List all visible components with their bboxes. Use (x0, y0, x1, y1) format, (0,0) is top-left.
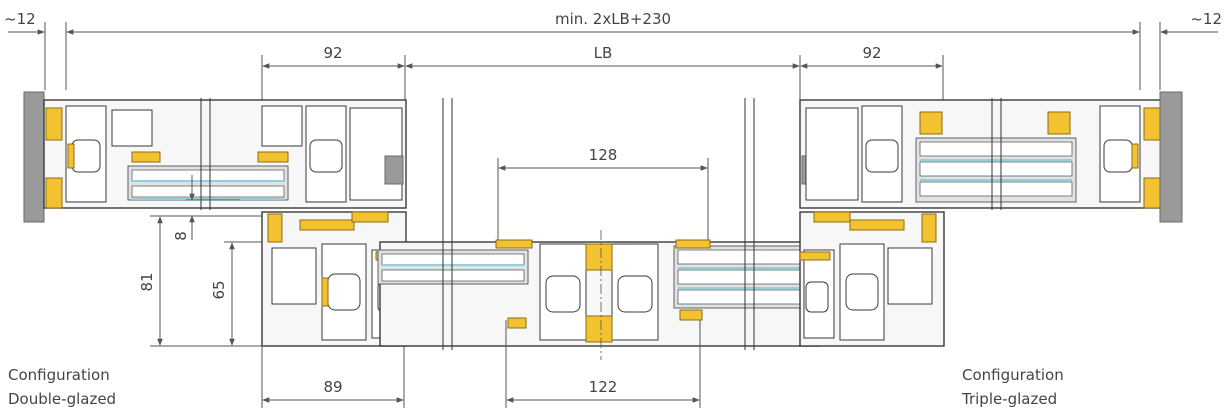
left-wall (23, 91, 45, 223)
bottom-left-dimension-label: 89 (323, 378, 342, 396)
top-middle-dimension-label: LB (594, 44, 613, 62)
dimension-left-height: 81 (138, 215, 262, 347)
top-left-dimension-label: 92 (323, 44, 342, 62)
left-fixed-frame (23, 91, 407, 223)
inner-top-dimension-label: 128 (589, 146, 618, 164)
right-caption-line1: Configuration (962, 366, 1064, 384)
right-caption-line2: Triple-glazed (961, 390, 1057, 408)
top-right-dimension-label: 92 (862, 44, 881, 62)
right-wall (1159, 91, 1183, 223)
left-height-dimension-label: 81 (138, 272, 156, 291)
right-fixed-frame (799, 91, 1183, 223)
seal-gap-dimension-label: 8 (172, 231, 190, 241)
right-sliding-sash (799, 211, 945, 347)
interlock-seal-bottom (585, 315, 613, 343)
left-caption-line2: Double-glazed (8, 390, 116, 408)
centre-sliding-panels (377, 98, 833, 360)
left-caption-line1: Configuration (8, 366, 110, 384)
interlock-seal-top (585, 243, 613, 271)
bottom-middle-dimension-label: 122 (589, 378, 618, 396)
right-tolerance-label: ~12 (1190, 10, 1222, 28)
dimension-overall: min. 2xLB+230 ~12 ~12 (4, 10, 1222, 90)
inner-height-dimension-label: 65 (210, 280, 228, 299)
left-tolerance-label: ~12 (4, 10, 36, 28)
dimension-inner-height: 65 (210, 241, 262, 346)
dimension-bottom-row: 89 122 (261, 320, 701, 408)
dimension-inner-top: 128 (497, 146, 709, 245)
dimension-top-row: 92 LB 92 (261, 44, 944, 110)
overall-dimension-label: min. 2xLB+230 (555, 10, 671, 28)
